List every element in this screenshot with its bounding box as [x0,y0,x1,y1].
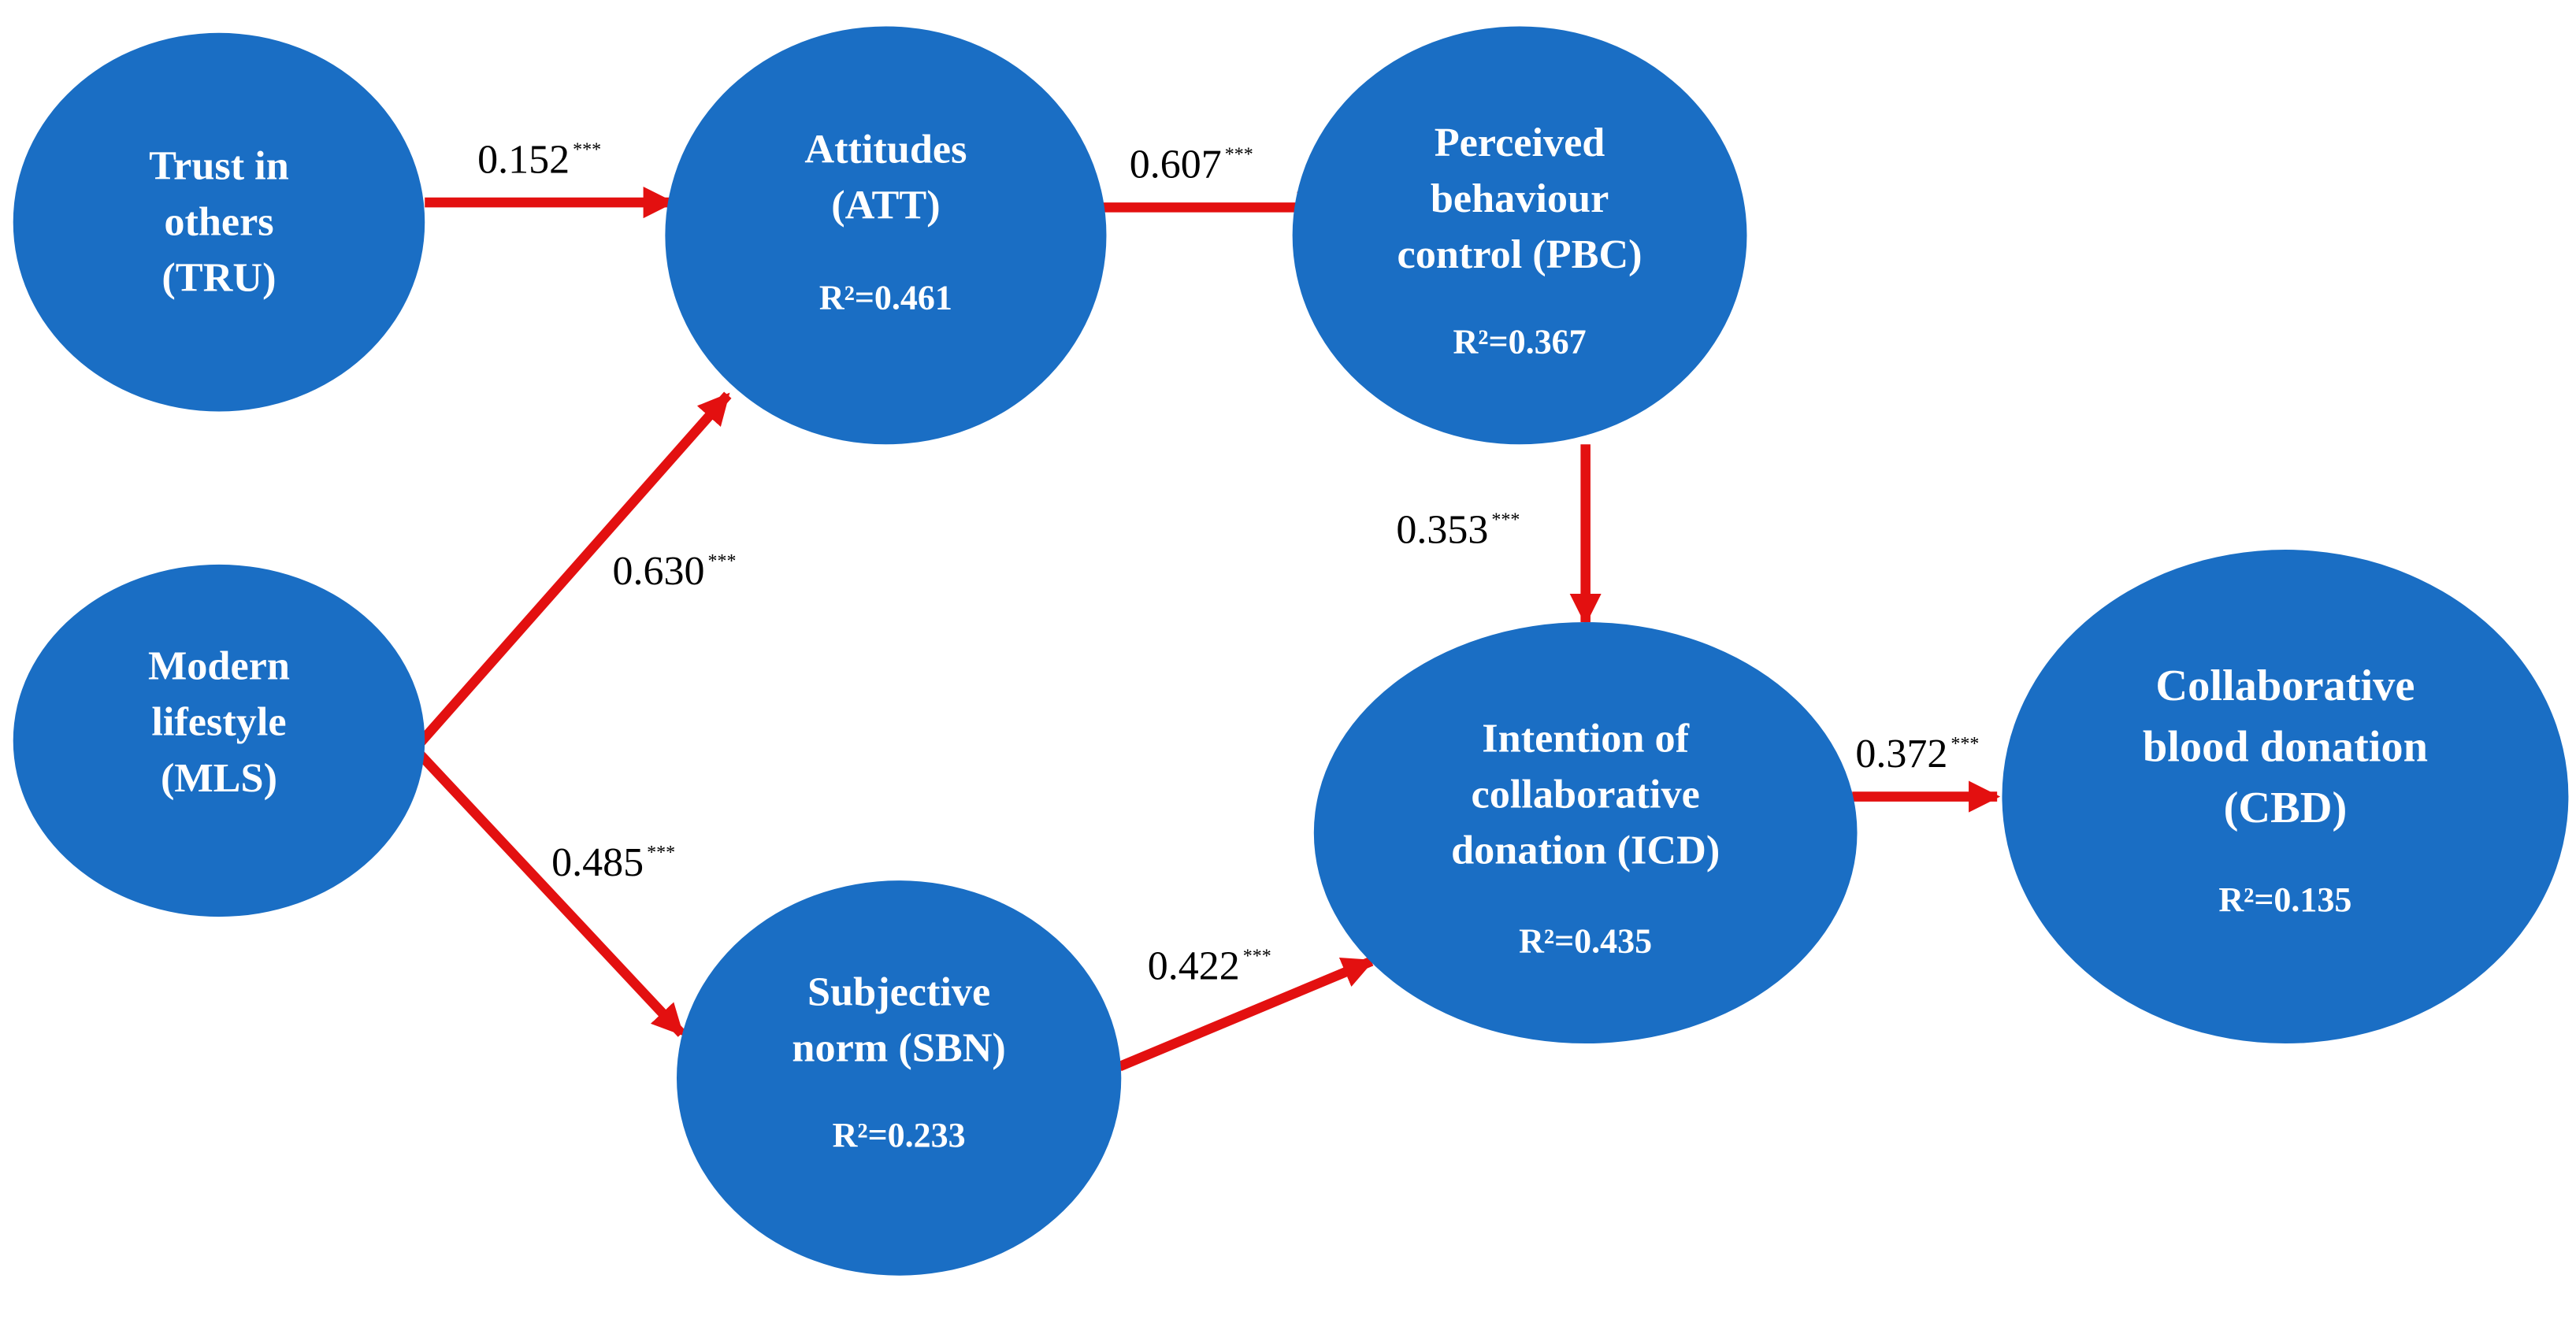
node-mls: Modern lifestyle (MLS) [13,564,425,917]
node-ellipse-sbn [676,880,1122,1276]
node-label-line: Collaborative [2155,662,2415,710]
nodes-layer: Trust in others (TRU) Attitudes (ATT) R²=0.46… [13,26,2569,1276]
coefficient-value: 0.485 [551,840,644,885]
labels-layer: 0.152***0.607***0.630***0.485***0.353***… [477,137,1979,988]
significance-stars: *** [1491,510,1520,531]
node-label-line: Perceived [1435,120,1605,165]
path-coefficient-mls-att: 0.630*** [612,549,736,594]
significance-stars: *** [707,551,736,572]
path-coefficient-att-pbc: 0.607*** [1130,143,1253,187]
r-squared-value: R²=0.135 [2218,880,2351,919]
node-ellipse-att [665,26,1107,445]
arrow-mls-to-sbn [411,745,685,1037]
significance-stars: *** [573,139,601,160]
node-ellipse-pbc [1292,26,1747,445]
node-label-line: control (PBC) [1397,232,1642,277]
path-coefficient-tru-att: 0.152*** [477,137,601,182]
significance-stars: *** [1243,947,1271,967]
edges-layer [410,187,2001,1072]
r-squared-value: R²=0.233 [833,1116,966,1154]
node-label-line: (CBD) [2224,784,2348,832]
node-label-line: (MLS) [161,755,277,801]
node-label-line: (TRU) [161,254,276,300]
node-label-line: Intention of [1482,716,1689,762]
node-sbn: Subjective norm (SBN) R²=0.233 [676,880,1122,1276]
arrow-sbn-to-icd [1117,956,1375,1072]
node-ellipse-mls [13,564,425,917]
arrow-mls-to-att [410,391,732,753]
node-tru: Trust in others (TRU) [13,32,425,412]
path-coefficient-mls-sbn: 0.485*** [551,840,675,885]
node-label-line: Attitudes [804,126,967,172]
coefficient-value: 0.152 [477,137,570,182]
path-coefficient-sbn-icd: 0.422*** [1148,944,1271,989]
significance-stars: *** [647,843,675,863]
node-label-line: lifestyle [151,699,286,745]
node-label-line: behaviour [1431,176,1609,221]
node-label-line: Subjective [807,969,990,1014]
significance-stars: *** [1951,734,1979,754]
r-squared-value: R²=0.461 [819,278,952,317]
coefficient-value: 0.630 [612,549,704,594]
node-att: Attitudes (ATT) R²=0.461 [665,26,1107,445]
r-squared-value: R²=0.435 [1519,921,1652,960]
path-coefficient-icd-cbd: 0.372*** [1855,732,1979,776]
coefficient-value: 0.353 [1396,508,1488,553]
node-icd: Intention of collaborative donation (ICD) R… [1313,622,1858,1044]
node-label-line: norm (SBN) [792,1025,1005,1071]
node-pbc: Perceived behaviour control (PBC) R²=0.367 [1292,26,1747,445]
coefficient-value: 0.607 [1130,143,1222,187]
r-squared-value: R²=0.367 [1453,323,1587,361]
node-label-line: donation (ICD) [1451,828,1720,873]
node-label-line: collaborative [1472,772,1700,817]
node-ellipse-tru [13,32,425,412]
node-label-line: others [164,198,273,244]
coefficient-value: 0.422 [1148,944,1240,989]
coefficient-value: 0.372 [1855,732,1947,776]
node-label-line: blood donation [2143,723,2428,772]
node-label-line: (ATT) [831,182,940,228]
node-ellipse-icd [1313,622,1858,1044]
node-cbd: Collaborative blood donation (CBD) R²=0.135 [2002,550,2569,1044]
node-label-line: Trust in [149,143,289,188]
significance-stars: *** [1225,145,1253,165]
node-label-line: Modern [148,643,290,689]
node-ellipse-cbd [2002,550,2569,1044]
path-coefficient-pbc-icd: 0.353*** [1396,508,1520,553]
